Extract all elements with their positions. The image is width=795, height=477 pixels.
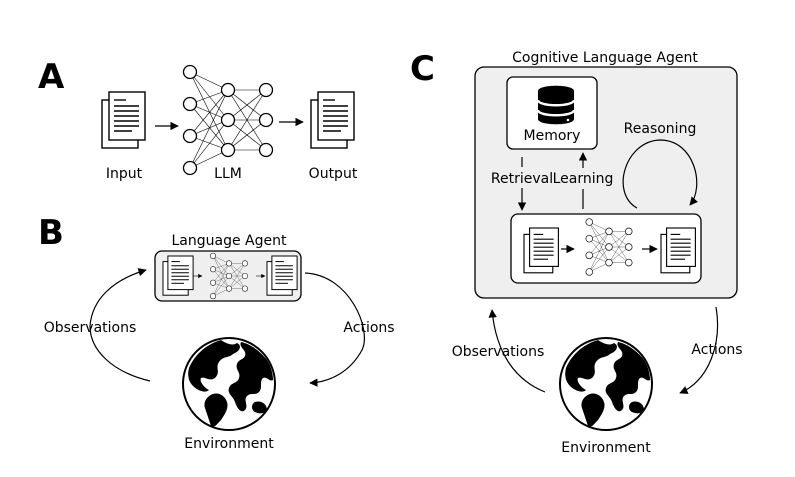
output-label: Output bbox=[309, 166, 358, 182]
memory-label: Memory bbox=[524, 128, 581, 144]
observations-label: Observations bbox=[44, 320, 137, 336]
environment-label: Environment bbox=[184, 436, 274, 452]
database-icon bbox=[536, 85, 576, 125]
learning-label: Learning bbox=[553, 171, 614, 187]
cognitive-observations-label: Observations bbox=[452, 344, 545, 360]
cognitive-output-document-icon bbox=[660, 227, 696, 274]
cognitive-input-document-icon bbox=[523, 227, 559, 274]
panel-a: A Input LLM Output bbox=[38, 57, 358, 182]
panel-c-letter: C bbox=[410, 49, 435, 89]
cognitive-observations-arrow-icon bbox=[488, 309, 546, 393]
input-label: Input bbox=[106, 166, 143, 182]
cognitive-agent-title: Cognitive Language Agent bbox=[512, 50, 698, 66]
language-agent-title: Language Agent bbox=[172, 233, 287, 249]
cognitive-actions-label: Actions bbox=[691, 342, 742, 358]
panel-a-letter: A bbox=[38, 57, 65, 97]
panel-b-letter: B bbox=[38, 213, 64, 253]
llm-label: LLM bbox=[214, 166, 242, 182]
cognitive-environment-label: Environment bbox=[561, 440, 651, 456]
reasoning-label: Reasoning bbox=[624, 121, 697, 137]
cognitive-actions-arrow-icon bbox=[679, 306, 719, 394]
environment-globe-icon bbox=[182, 337, 276, 431]
panel-b: B Language Agent Actions Observations En… bbox=[38, 213, 395, 452]
llm-neural-network-icon bbox=[182, 64, 274, 176]
retrieval-label: Retrieval bbox=[491, 171, 553, 187]
agent-output-document-icon bbox=[266, 255, 298, 296]
agent-input-document-icon bbox=[162, 255, 194, 296]
output-document-icon bbox=[310, 91, 355, 149]
input-document-icon bbox=[101, 91, 146, 149]
panel-c: C Cognitive Language Agent Memory Retrie… bbox=[410, 49, 743, 456]
actions-label: Actions bbox=[343, 320, 394, 336]
reasoning-loop-arrow-icon bbox=[622, 139, 699, 209]
cognitive-environment-globe-icon bbox=[559, 337, 653, 431]
actions-arrow-icon bbox=[304, 272, 365, 387]
observations-arrow-icon bbox=[89, 268, 151, 382]
